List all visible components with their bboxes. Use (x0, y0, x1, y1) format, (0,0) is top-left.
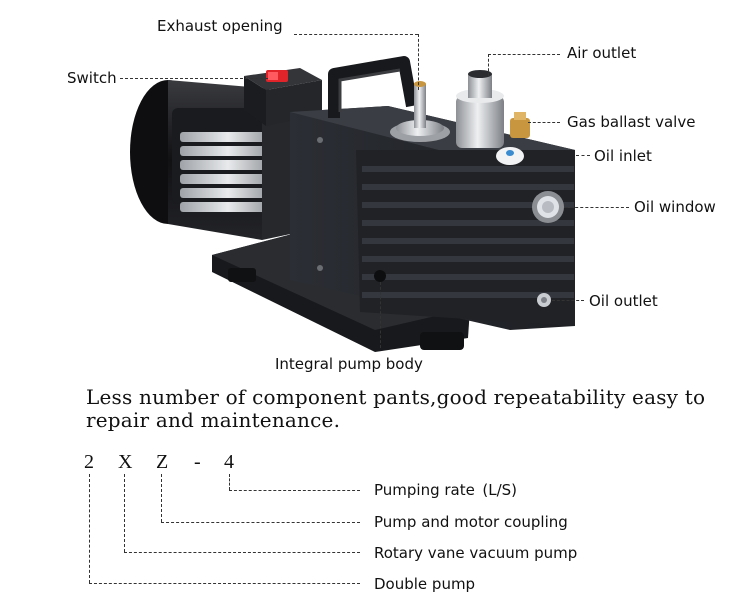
model-meaning-pumping-rate: Pumping rate (L/S) (374, 481, 517, 499)
callout-exhaust-opening: Exhaust opening (157, 17, 283, 35)
gas-ballast-leader (528, 122, 560, 123)
feature-description: Less number of component pants,good repe… (86, 385, 706, 432)
oil-outlet-leader (552, 300, 584, 301)
rate-leader-vertical (229, 474, 230, 490)
model-code-char-dash: - (194, 451, 201, 473)
exhaust-opening-leader (294, 34, 418, 35)
pump-cooling-ribs (362, 166, 574, 298)
oil-window-leader (565, 207, 629, 208)
exhaust-opening-icon (390, 81, 450, 142)
air-outlet-leader-vertical (488, 54, 489, 76)
oil-window-icon (532, 191, 564, 223)
rotary-leader (124, 552, 360, 553)
oil-inlet-leader (576, 155, 590, 156)
model-meaning-pump-motor-coupling: Pump and motor coupling (374, 513, 568, 531)
model-code-char-rotary: X (118, 451, 133, 473)
coupling-leader (161, 522, 360, 523)
model-code-char-rate: 4 (224, 451, 234, 473)
air-outlet-icon (456, 70, 504, 148)
model-code-char-coupling: Z (156, 451, 169, 473)
callout-air-outlet: Air outlet (567, 44, 637, 62)
switch-leader (120, 78, 268, 79)
model-meaning-rotary-vane: Rotary vane vacuum pump (374, 544, 578, 562)
vacuum-pump-illustration (130, 56, 575, 352)
model-meaning-double-pump: Double pump (374, 575, 476, 593)
double-leader (89, 583, 360, 584)
model-code-char-double: 2 (84, 451, 94, 473)
oil-outlet-icon (537, 293, 551, 307)
air-outlet-leader (488, 54, 560, 55)
gas-ballast-valve-icon (510, 112, 530, 138)
callout-oil-outlet: Oil outlet (589, 292, 658, 310)
callout-oil-inlet: Oil inlet (594, 147, 652, 165)
oil-inlet-icon (496, 147, 524, 165)
callout-oil-window: Oil window (634, 198, 716, 216)
double-leader-vertical (89, 474, 90, 583)
exhaust-opening-leader-vertical (418, 34, 419, 90)
integral-body-leader (380, 282, 381, 348)
carry-handle (328, 56, 418, 118)
callout-integral-pump-body: Integral pump body (275, 355, 423, 373)
motor-fins (180, 132, 276, 212)
coupling-leader-vertical (161, 474, 162, 522)
rate-leader (229, 490, 360, 491)
rotary-leader-vertical (124, 474, 125, 552)
callout-switch: Switch (67, 69, 117, 87)
callout-gas-ballast-valve: Gas ballast valve (567, 113, 696, 131)
